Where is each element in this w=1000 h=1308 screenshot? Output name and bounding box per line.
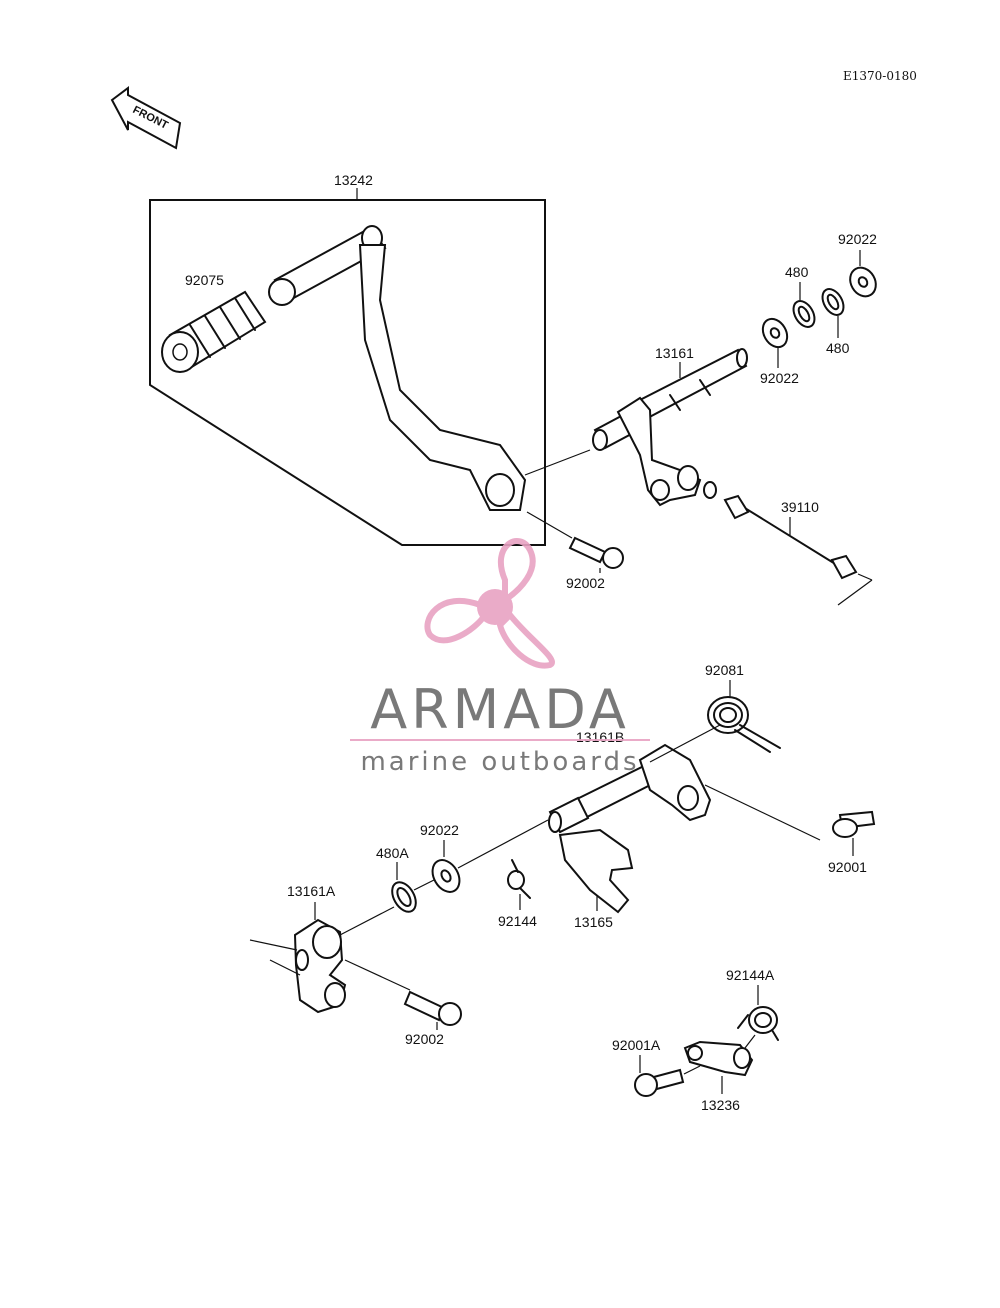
label-92002-low: 92002 xyxy=(405,1031,444,1047)
spring-92081 xyxy=(707,696,781,753)
label-92022-top: 92022 xyxy=(838,231,877,247)
label-13161a: 13161A xyxy=(287,883,336,899)
front-arrow-icon: FRONT xyxy=(110,86,182,150)
label-13165: 13165 xyxy=(574,914,613,930)
tie-rod-39110 xyxy=(723,494,858,580)
label-13161: 13161 xyxy=(655,345,694,361)
svg-text:marine outboards: marine outboards xyxy=(360,747,639,777)
spring-92144a xyxy=(737,1006,779,1041)
label-480-b: 480 xyxy=(826,340,850,356)
label-92002-top: 92002 xyxy=(566,575,605,591)
label-480a: 480A xyxy=(376,845,409,861)
label-92144: 92144 xyxy=(498,913,537,929)
label-92022-mid: 92022 xyxy=(760,370,799,386)
spring-92144 xyxy=(507,859,531,899)
propeller-icon xyxy=(424,538,555,669)
shift-shaft-13161 xyxy=(592,348,748,507)
armada-logo-watermark: ARMADA marine outboards xyxy=(350,538,650,777)
shift-pedal xyxy=(268,225,527,511)
svg-text:ARMADA: ARMADA xyxy=(370,678,630,741)
label-13242: 13242 xyxy=(334,172,373,188)
plate-13165 xyxy=(558,828,634,914)
label-92001: 92001 xyxy=(828,859,867,875)
label-13236: 13236 xyxy=(701,1097,740,1113)
label-92081: 92081 xyxy=(705,662,744,678)
lever-13236 xyxy=(683,1040,754,1077)
bolt-92001 xyxy=(832,810,876,838)
label-92144a: 92144A xyxy=(726,967,775,983)
label-92001a: 92001A xyxy=(612,1037,661,1053)
label-39110: 39110 xyxy=(781,499,819,515)
label-480-a: 480 xyxy=(785,264,809,280)
reference-code: E1370-0180 xyxy=(843,69,917,83)
label-92022-low: 92022 xyxy=(420,822,459,838)
bolt-92002-top xyxy=(568,536,624,569)
bolt-92001a xyxy=(634,1068,685,1097)
pedal-rubber xyxy=(161,290,267,373)
label-92075: 92075 xyxy=(185,272,224,288)
assembly-box-13242 xyxy=(149,199,546,546)
bolt-92002-low xyxy=(403,990,462,1026)
lever-13161a xyxy=(293,918,347,1014)
